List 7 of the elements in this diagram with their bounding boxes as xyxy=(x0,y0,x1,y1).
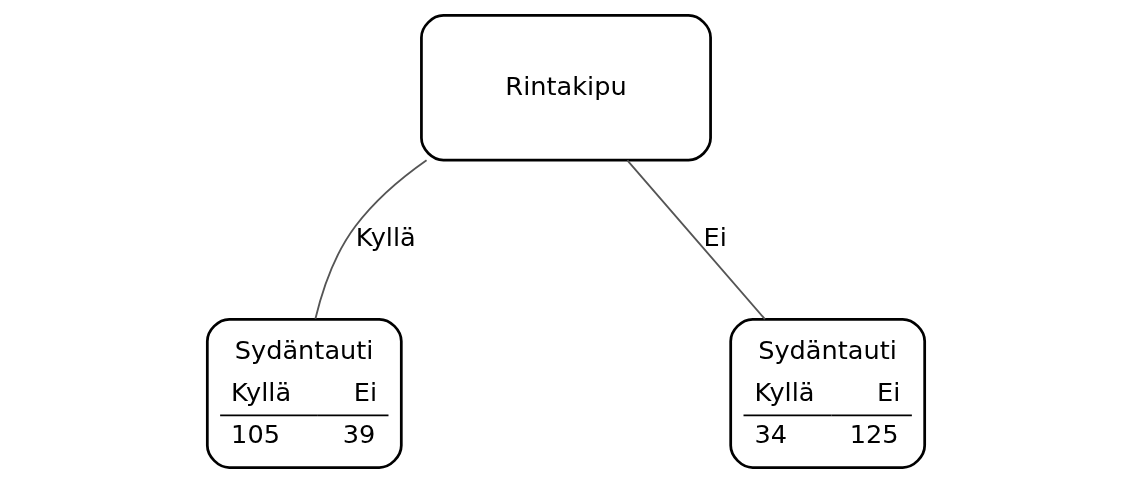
edge-label: Kyllä xyxy=(355,222,416,253)
node-box: Sydäntauti Kyllä Ei 34 125 xyxy=(728,317,926,469)
connector xyxy=(625,159,766,321)
edge-label: Ei xyxy=(703,222,727,253)
node-box: Sydäntauti Kyllä Ei 105 39 xyxy=(205,317,403,469)
node-box: Rintakipu xyxy=(419,14,712,162)
connector xyxy=(314,159,427,320)
